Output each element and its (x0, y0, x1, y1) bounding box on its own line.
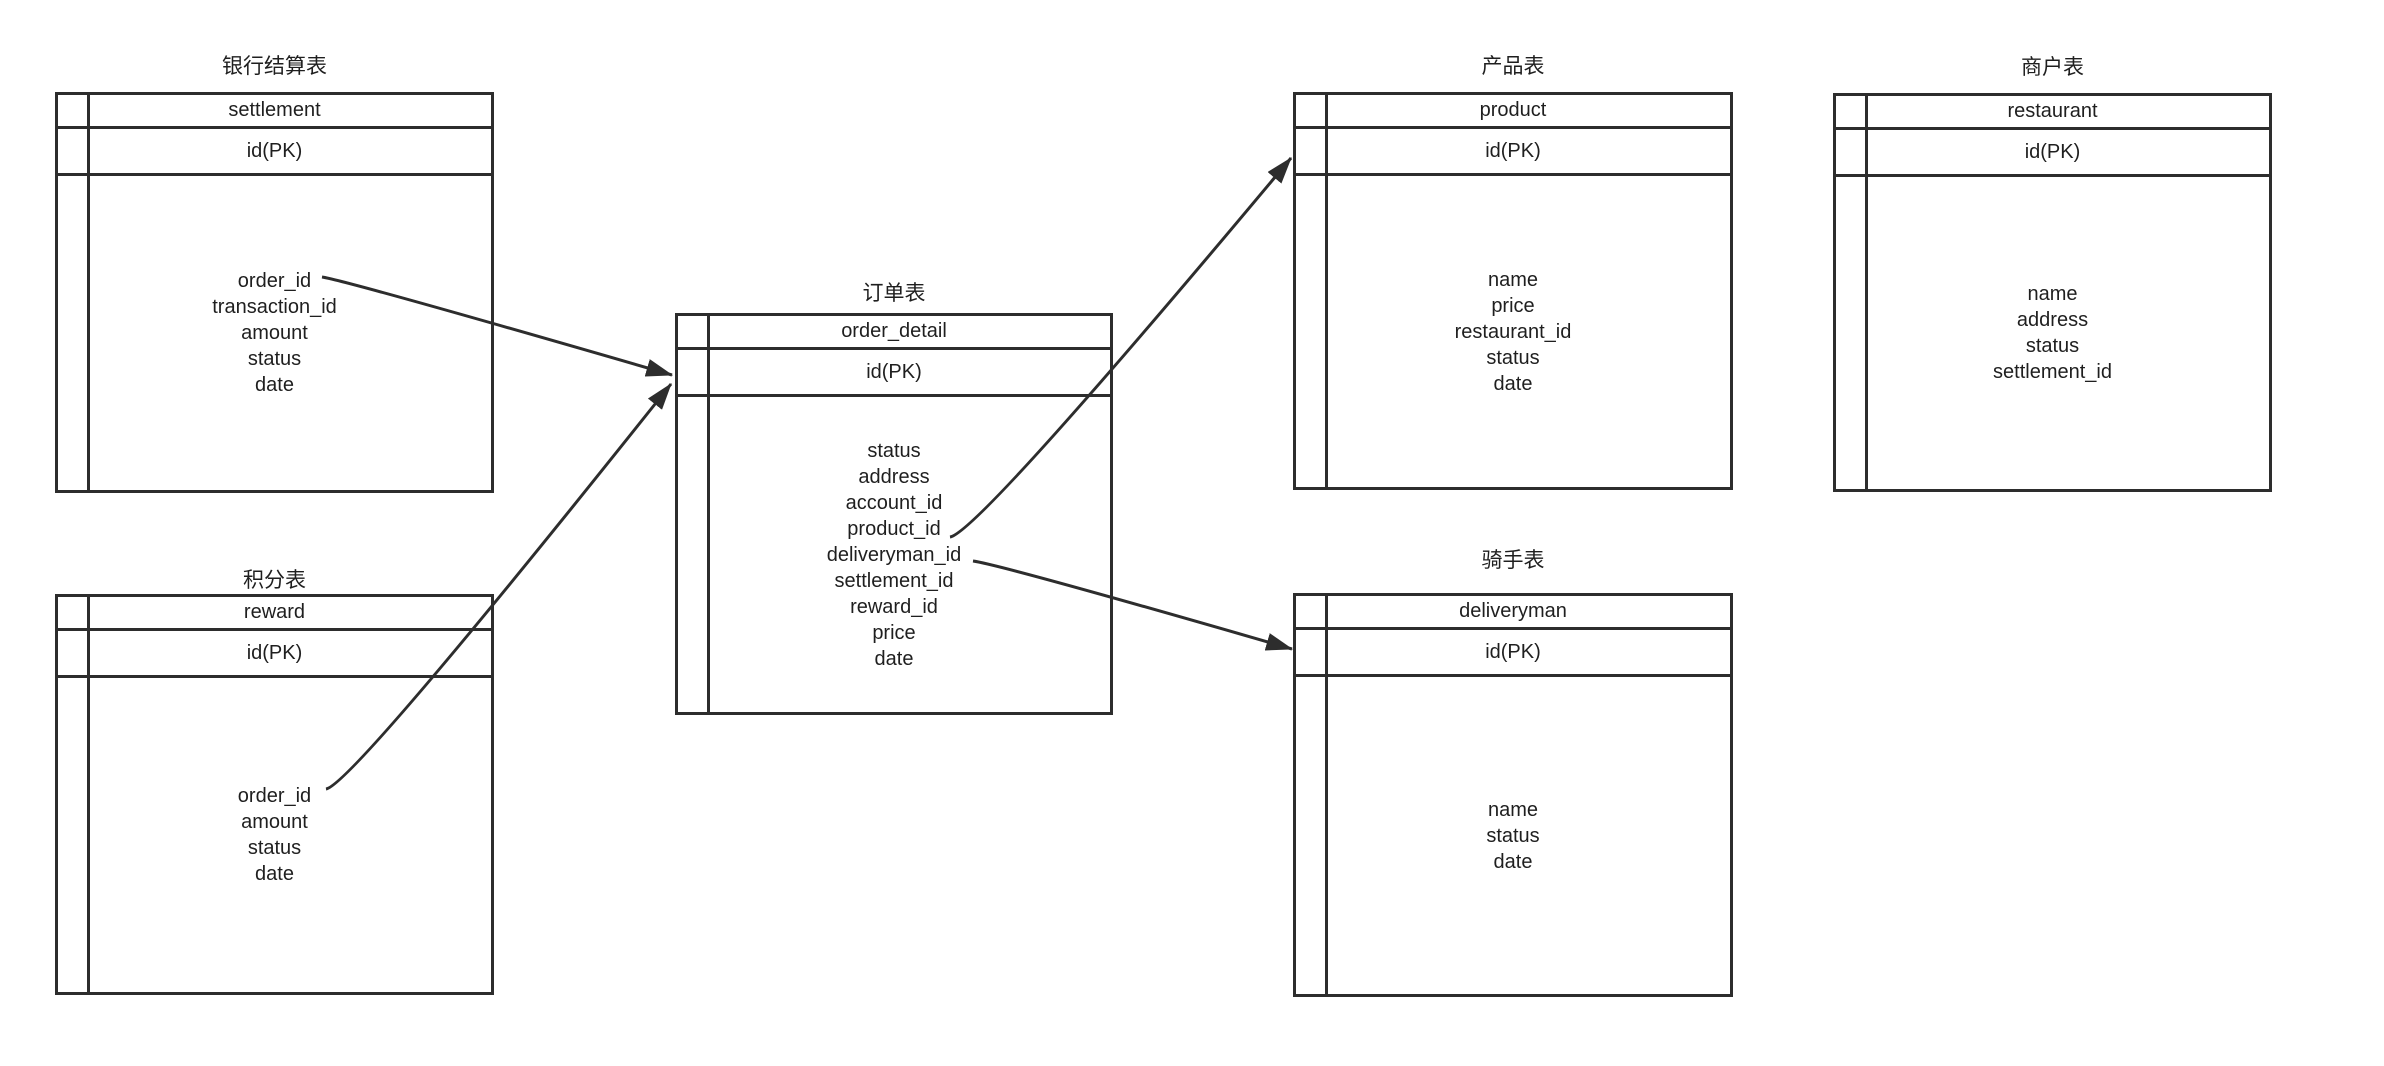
field-label: account_id (845, 491, 943, 514)
table-name-row: settlement (58, 95, 491, 129)
table-name-row: order_detail (678, 316, 1110, 350)
pk-row: id(PK) (678, 350, 1110, 397)
field-label: price (872, 621, 916, 644)
field-label: order_id (237, 785, 312, 807)
gutter-divider-line (707, 316, 710, 712)
pk-row: id(PK) (1296, 129, 1730, 176)
table-reward[interactable]: reward id(PK) order_id amount status dat… (55, 594, 494, 995)
fields-area: status address account_id product_id del… (678, 397, 1110, 712)
table-name-label: settlement (228, 99, 321, 121)
field-label: order_id (237, 270, 312, 292)
field-label: address (858, 465, 930, 488)
field-label: status (1486, 824, 1540, 847)
field-label: status (247, 348, 302, 370)
table-title-deliveryman: 骑手表 (1481, 549, 1545, 572)
field-label: reward_id (850, 595, 938, 618)
pk-label: id(PK) (1485, 139, 1541, 162)
table-name-row: restaurant (1836, 96, 2269, 130)
field-label: amount (241, 322, 308, 344)
field-label: amount (241, 811, 308, 833)
field-label: date (255, 374, 294, 396)
field-label: settlement_id (1993, 361, 2112, 383)
table-title-reward: 积分表 (243, 569, 306, 592)
pk-row: id(PK) (58, 631, 491, 678)
table-restaurant[interactable]: restaurant id(PK) name address status se… (1833, 93, 2272, 492)
table-title-product: 产品表 (1481, 55, 1545, 78)
pk-row: id(PK) (1296, 630, 1730, 677)
field-label: transaction_id (212, 296, 337, 318)
table-title-restaurant: 商户表 (2021, 56, 2084, 79)
table-name-label: restaurant (2007, 100, 2098, 122)
pk-label: id(PK) (246, 139, 303, 162)
fields-area: order_id amount status date (58, 678, 491, 992)
table-product[interactable]: product id(PK) name price restaurant_id … (1293, 92, 1733, 490)
field-label: date (1493, 372, 1533, 395)
pk-label: id(PK) (1485, 640, 1541, 663)
table-title-order-detail: 订单表 (862, 282, 926, 305)
table-title-settlement: 银行结算表 (222, 55, 327, 78)
fields-area: name status date (1296, 677, 1730, 994)
gutter-divider-line (87, 597, 90, 992)
gutter-divider-line (1865, 96, 1868, 489)
field-label: status (867, 439, 921, 462)
field-label: date (255, 863, 294, 885)
field-label: date (1493, 850, 1533, 873)
pk-row: id(PK) (58, 129, 491, 176)
pk-row: id(PK) (1836, 130, 2269, 177)
table-name-row: product (1296, 95, 1730, 129)
table-deliveryman[interactable]: deliveryman id(PK) name status date (1293, 593, 1733, 997)
pk-label: id(PK) (866, 360, 922, 383)
fields-area: order_id transaction_id amount status da… (58, 176, 491, 490)
pk-label: id(PK) (246, 641, 303, 664)
table-name-label: reward (243, 601, 306, 623)
table-name-label: order_detail (841, 320, 947, 342)
field-label: status (2025, 335, 2080, 357)
gutter-divider-line (1325, 596, 1328, 994)
field-label: product_id (847, 517, 941, 540)
fields-area: name address status settlement_id (1836, 177, 2269, 489)
field-label: name (2027, 283, 2078, 305)
table-settlement[interactable]: settlement id(PK) order_id transaction_i… (55, 92, 494, 493)
field-label: price (1491, 294, 1535, 317)
field-label: deliveryman_id (826, 543, 962, 566)
table-name-label: product (1479, 99, 1547, 121)
table-order-detail[interactable]: order_detail id(PK) status address accou… (675, 313, 1113, 715)
gutter-divider-line (87, 95, 90, 490)
table-name-row: reward (58, 597, 491, 631)
fields-area: name price restaurant_id status date (1296, 176, 1730, 487)
field-label: status (247, 837, 302, 859)
field-label: address (2016, 309, 2089, 331)
field-label: status (1486, 346, 1540, 369)
field-label: name (1487, 268, 1539, 291)
pk-label: id(PK) (2024, 140, 2081, 163)
gutter-divider-line (1325, 95, 1328, 487)
field-label: settlement_id (834, 569, 954, 592)
field-label: restaurant_id (1454, 320, 1572, 343)
field-label: date (874, 647, 914, 670)
table-name-row: deliveryman (1296, 596, 1730, 630)
table-name-label: deliveryman (1459, 600, 1567, 622)
field-label: name (1487, 798, 1539, 821)
